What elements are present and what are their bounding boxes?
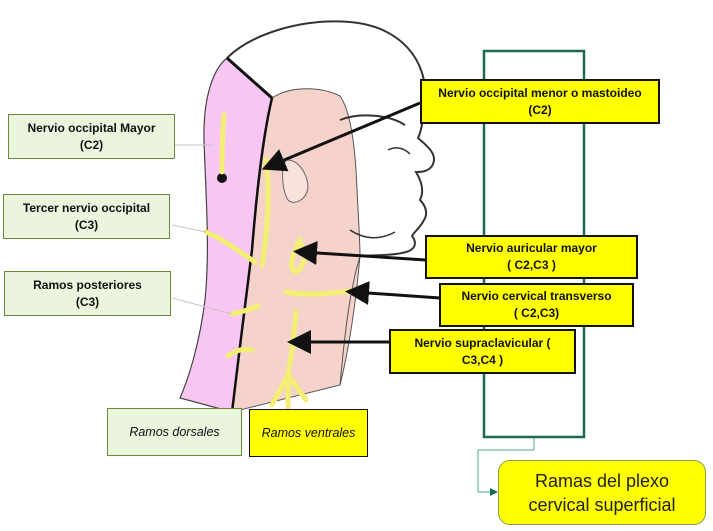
summary-line1: Ramas del plexo [534,470,670,491]
label-tercer-occipital: Tercer nervio occipital (C3) [3,194,170,239]
label-ramos-posteriores: Ramos posteriores (C3) [4,271,171,316]
bracket-connector [477,438,535,496]
label-auricular-mayor: Nervio auricular mayor ( C2,C3 ) [425,235,638,279]
occipital-point [217,173,227,183]
label-cervical-transverso: Nervio cervical transverso ( C2,C3) [439,283,634,327]
label-occipital-mayor-line2: (C2) [79,137,104,152]
label-supraclavicular-line1: Nervio supraclavicular ( [414,335,551,350]
label-occipital-menor: Nervio occipital menor o mastoideo (C2) [420,79,660,124]
arrow-occipital-menor [261,101,421,172]
label-auricular-mayor-line2: ( C2,C3 ) [507,258,556,272]
label-cervical-transverso-line1: Nervio cervical transverso [461,289,612,303]
occipital-mayor-nerve [219,112,227,175]
summary-box: Ramas del plexo cervical superficial [498,460,706,525]
label-occipital-mayor: Nervio occipital Mayor (C2) [8,114,175,159]
label-ramos-ventrales: Ramos ventrales [249,409,368,457]
label-occipital-menor-line2: (C2) [528,102,552,117]
summary-line2: cervical superficial [528,494,676,515]
label-ramos-dorsales-text: Ramos dorsales [129,424,220,439]
label-supraclavicular-line2: C3,C4 ) [461,352,504,367]
label-occipital-menor-line1: Nervio occipital menor o mastoideo [438,85,642,100]
tercer-occipital-nerve [203,229,258,265]
label-ramos-posteriores-line1: Ramos posteriores [33,277,142,292]
label-ramos-dorsales: Ramos dorsales [107,408,242,456]
head-outline [226,20,436,257]
label-cervical-transverso-line2: ( C2,C3) [513,306,560,320]
label-auricular-mayor-line1: Nervio auricular mayor [466,241,597,255]
arrow-auricular-mayor [293,240,427,265]
label-tercer-occipital-line1: Tercer nervio occipital [22,200,151,215]
ear-outline [282,159,309,203]
label-tercer-occipital-line2: (C3) [74,217,99,232]
label-supraclavicular: Nervio supraclavicular ( C3,C4 ) [389,329,576,374]
ramos-posteriores-nerve [229,303,261,317]
label-occipital-mayor-line1: Nervio occipital Mayor [27,120,156,135]
label-ramos-posteriores-line2: (C3) [75,294,100,309]
arrow-cervical-transverso [345,281,441,306]
label-ramos-ventrales-text: Ramos ventrales [261,425,356,440]
